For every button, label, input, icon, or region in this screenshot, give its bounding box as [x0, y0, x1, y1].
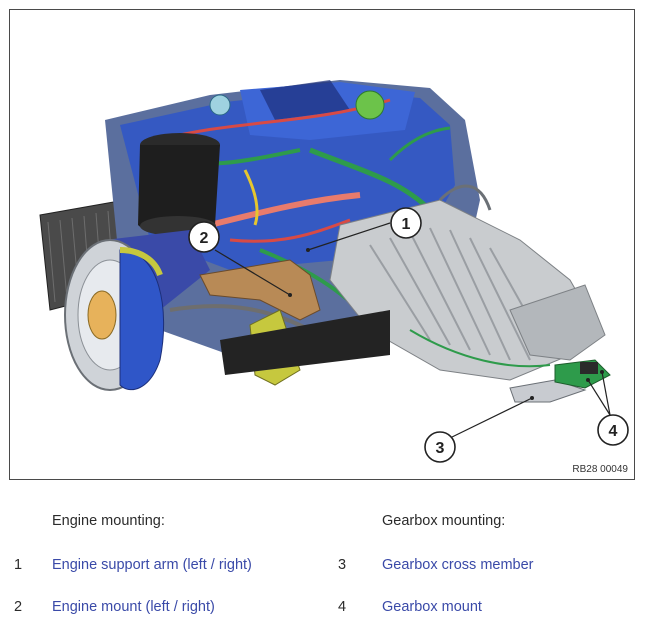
callout-3: 3 [424, 431, 456, 463]
legend-item-2-label[interactable]: Engine mount (left / right) [52, 599, 215, 615]
callout-leaders [214, 222, 611, 439]
callout-2: 2 [188, 221, 220, 253]
front-axle [64, 230, 390, 391]
callout-2-label: 2 [200, 230, 209, 247]
figure-frame: 1 2 3 4 RB28 00049 [9, 9, 635, 480]
callout-3-label: 3 [436, 440, 445, 457]
legend-item-2-number: 2 [14, 599, 23, 615]
legend-item-3-number: 3 [338, 557, 347, 573]
callout-4: 4 [597, 414, 629, 446]
air-intake [138, 133, 220, 236]
legend-item-4-number: 4 [338, 599, 347, 615]
callout-1-label: 1 [402, 216, 411, 233]
engine-gearbox-illustration: 1 2 3 4 [39, 80, 629, 463]
figure-code: RB28 00049 [572, 464, 628, 475]
gearbox-mounting-heading: Gearbox mounting: [382, 513, 506, 529]
callout-1: 1 [390, 207, 422, 239]
engine-mounting-heading: Engine mounting: [52, 513, 165, 529]
callout-4-label: 4 [609, 423, 618, 440]
legend-item-1-number: 1 [14, 557, 23, 573]
gearbox [329, 184, 611, 403]
legend-item-3-label[interactable]: Gearbox cross member [382, 557, 534, 573]
callout-endpoints [288, 248, 604, 400]
legend-item-1-label[interactable]: Engine support arm (left / right) [52, 557, 252, 573]
legend-item-4-label[interactable]: Gearbox mount [382, 599, 482, 615]
